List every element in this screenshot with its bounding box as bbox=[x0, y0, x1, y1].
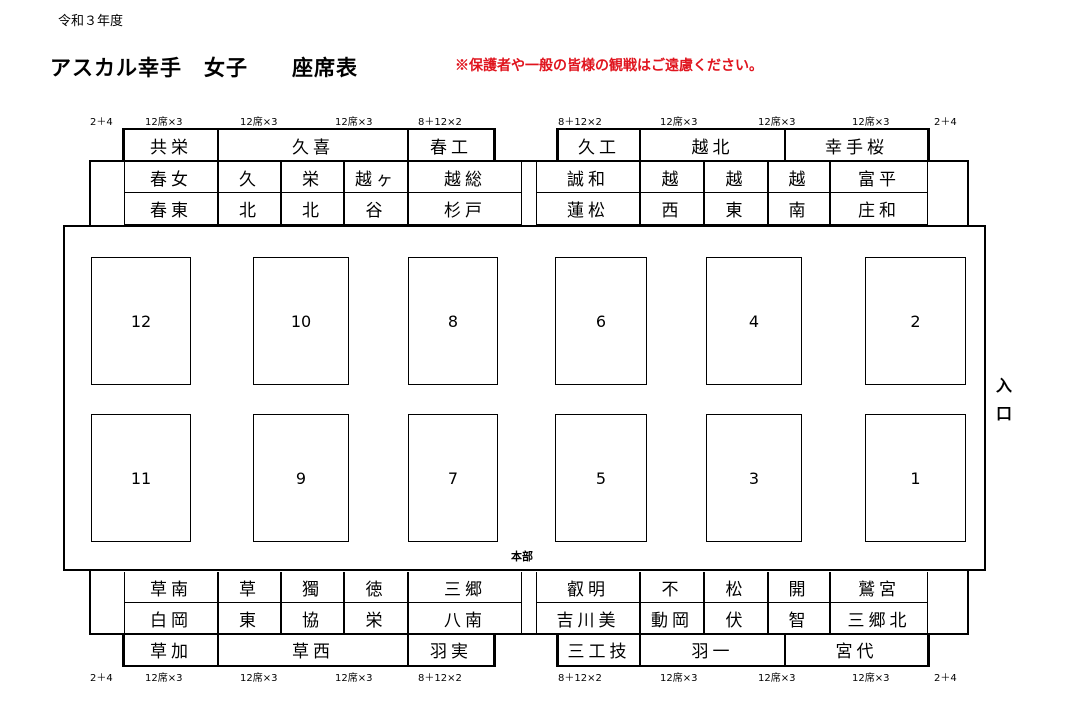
seating-frame bbox=[89, 569, 969, 635]
capacity-label: 12席×3 bbox=[145, 673, 183, 684]
seat-block: 栄 bbox=[344, 603, 408, 634]
capacity-label: 12席×3 bbox=[240, 673, 278, 684]
seat-block: 栄 bbox=[281, 162, 344, 193]
court-7: 7 bbox=[408, 414, 498, 542]
seating-frame bbox=[556, 128, 930, 162]
seat-block: 庄和 bbox=[830, 193, 928, 225]
seat-block: 越総 bbox=[408, 162, 522, 193]
seat-block: 三郷 bbox=[408, 572, 522, 603]
seat-block: 動岡 bbox=[640, 603, 704, 634]
seat-block: 越北 bbox=[640, 130, 785, 161]
seat-block: 西 bbox=[640, 193, 704, 225]
capacity-label: 12席×3 bbox=[145, 117, 183, 128]
entrance-label: 入口 bbox=[995, 376, 1012, 423]
seat-block: 南 bbox=[768, 193, 830, 225]
fiscal-year: 令和３年度 bbox=[58, 14, 124, 29]
seat-block: 北 bbox=[218, 193, 281, 225]
capacity-label: 12席×3 bbox=[852, 673, 890, 684]
seat-block: 春女 bbox=[124, 162, 218, 193]
seat-block: 共栄 bbox=[124, 130, 218, 161]
court-11: 11 bbox=[91, 414, 191, 542]
seating-frame bbox=[122, 633, 496, 667]
capacity-label: 12席×3 bbox=[335, 117, 373, 128]
seat-block: 智 bbox=[768, 603, 830, 634]
seat-block: 松 bbox=[704, 572, 768, 603]
seat-block: 蓮松 bbox=[536, 193, 640, 225]
seat-block: 富平 bbox=[830, 162, 928, 193]
seat-block: 開 bbox=[768, 572, 830, 603]
seat-block: 越ヶ bbox=[344, 162, 408, 193]
seat-block: 三工技 bbox=[558, 634, 640, 665]
seat-block: 久工 bbox=[558, 130, 640, 161]
capacity-label: 2＋4 bbox=[90, 673, 113, 684]
court-3: 3 bbox=[706, 414, 802, 542]
capacity-label: 12席×3 bbox=[758, 117, 796, 128]
seating-frame bbox=[89, 160, 969, 226]
seat-block: 越 bbox=[704, 162, 768, 193]
seat-block: 伏 bbox=[704, 603, 768, 634]
capacity-label: 8＋12×2 bbox=[418, 673, 462, 684]
capacity-label: 12席×3 bbox=[660, 117, 698, 128]
court-5: 5 bbox=[555, 414, 647, 542]
capacity-label: 8＋12×2 bbox=[558, 673, 602, 684]
seat-block: 不 bbox=[640, 572, 704, 603]
seat-block: 草西 bbox=[218, 634, 408, 665]
seat-block: 八南 bbox=[408, 603, 522, 634]
seat-block: 春工 bbox=[408, 130, 494, 161]
seat-block: 羽一 bbox=[640, 634, 785, 665]
seat-block: 谷 bbox=[344, 193, 408, 225]
seat-block: 獨 bbox=[281, 572, 344, 603]
court-2: 2 bbox=[865, 257, 966, 385]
seating-frame bbox=[122, 128, 496, 162]
spectator-notice: ※保護者や一般の皆様の観戦はご遠慮ください。 bbox=[455, 58, 763, 74]
capacity-label: 2＋4 bbox=[934, 117, 957, 128]
capacity-label: 2＋4 bbox=[934, 673, 957, 684]
seat-block: 協 bbox=[281, 603, 344, 634]
capacity-label: 12席×3 bbox=[852, 117, 890, 128]
seat-block: 徳 bbox=[344, 572, 408, 603]
court-8: 8 bbox=[408, 257, 498, 385]
seat-block: 誠和 bbox=[536, 162, 640, 193]
seat-block: 越 bbox=[768, 162, 830, 193]
capacity-label: 12席×3 bbox=[240, 117, 278, 128]
seat-block: 宮代 bbox=[785, 634, 928, 665]
court-12: 12 bbox=[91, 257, 191, 385]
seat-block: 鷲宮 bbox=[830, 572, 928, 603]
court-9: 9 bbox=[253, 414, 349, 542]
capacity-label: 12席×3 bbox=[758, 673, 796, 684]
seat-block: 北 bbox=[281, 193, 344, 225]
seat-block: 久喜 bbox=[218, 130, 408, 161]
seat-block: 久 bbox=[218, 162, 281, 193]
court-6: 6 bbox=[555, 257, 647, 385]
seat-block: 幸手桜 bbox=[785, 130, 928, 161]
capacity-label: 12席×3 bbox=[335, 673, 373, 684]
capacity-label: 2＋4 bbox=[90, 117, 113, 128]
seat-block: 杉戸 bbox=[408, 193, 522, 225]
seat-block: 三郷北 bbox=[830, 603, 928, 634]
seat-block: 草南 bbox=[124, 572, 218, 603]
seat-block: 草 bbox=[218, 572, 281, 603]
seat-block: 東 bbox=[704, 193, 768, 225]
capacity-label: 12席×3 bbox=[660, 673, 698, 684]
seat-block: 春東 bbox=[124, 193, 218, 225]
seat-block: 吉川美 bbox=[536, 603, 640, 634]
seat-block: 叡明 bbox=[536, 572, 640, 603]
capacity-label: 8＋12×2 bbox=[558, 117, 602, 128]
court-1: 1 bbox=[865, 414, 966, 542]
seating-frame bbox=[556, 633, 930, 667]
seat-block: 白岡 bbox=[124, 603, 218, 634]
seat-block: 草加 bbox=[124, 634, 218, 665]
capacity-label: 8＋12×2 bbox=[418, 117, 462, 128]
headquarters-label: 本部 bbox=[511, 550, 533, 563]
court-4: 4 bbox=[706, 257, 802, 385]
court-10: 10 bbox=[253, 257, 349, 385]
seat-block: 羽実 bbox=[408, 634, 494, 665]
seat-block: 東 bbox=[218, 603, 281, 634]
page-title: アスカル幸手 女子 座席表 bbox=[50, 56, 358, 80]
seat-block: 越 bbox=[640, 162, 704, 193]
gymnasium-floor: 12 10 8 6 4 2 11 9 7 5 3 1 bbox=[63, 225, 986, 571]
